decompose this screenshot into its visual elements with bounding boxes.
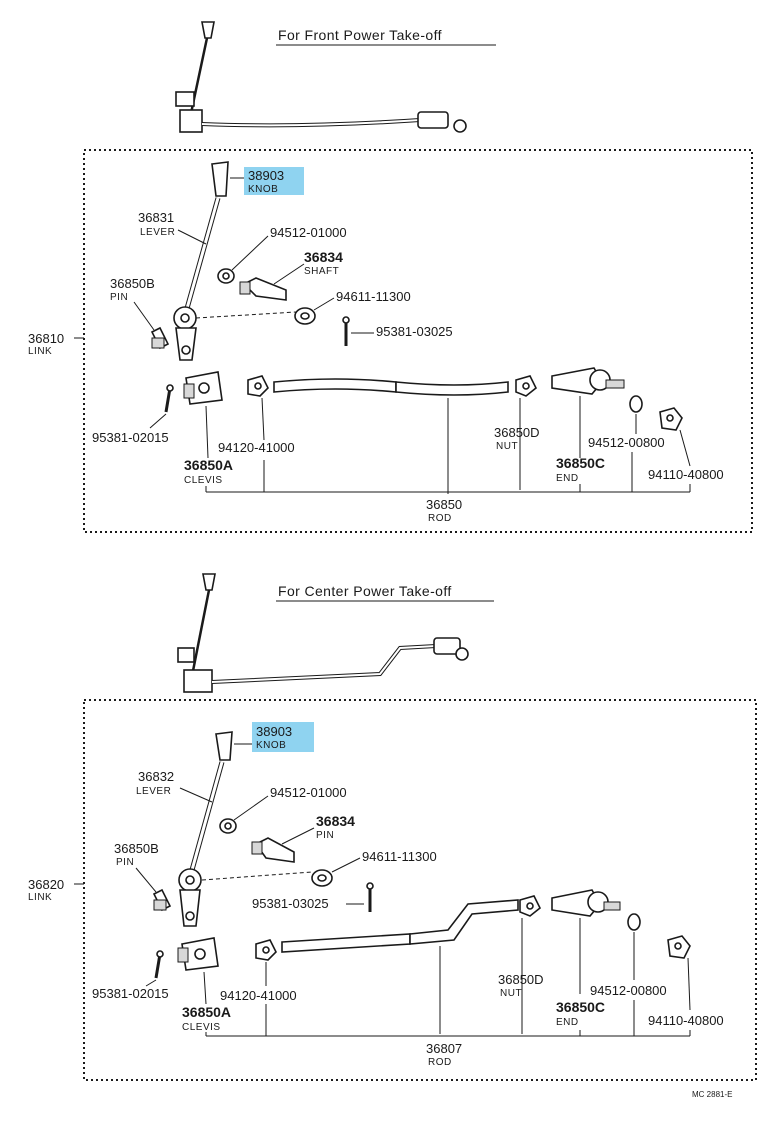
washer-right-number: 94512-00800 bbox=[588, 435, 665, 450]
end-c-name: END bbox=[556, 473, 579, 484]
overview-illustration bbox=[175, 21, 467, 133]
cotter-pin-icon bbox=[366, 882, 374, 912]
shaft-part bbox=[239, 277, 287, 301]
lever-number: 36831 bbox=[138, 210, 174, 225]
section-title: For Center Power Take-off bbox=[278, 583, 452, 599]
cotter-pin-icon bbox=[164, 384, 174, 413]
clevis-name: CLEVIS bbox=[182, 1022, 221, 1033]
shaft-name: SHAFT bbox=[304, 266, 339, 277]
lever-name: LEVER bbox=[140, 227, 175, 238]
rod-number: 36807 bbox=[426, 1041, 462, 1056]
nut-d-number: 36850D bbox=[494, 425, 540, 440]
rod-name: ROD bbox=[428, 1057, 452, 1068]
end-c-name: END bbox=[556, 1017, 579, 1028]
section-title: For Front Power Take-off bbox=[278, 27, 442, 43]
lever-part bbox=[173, 197, 221, 361]
figure-code: MC 2881-E bbox=[692, 1090, 732, 1099]
assembly-number: 36810 bbox=[28, 331, 64, 346]
knob-highlight bbox=[252, 722, 314, 752]
assembly-number: 36820 bbox=[28, 877, 64, 892]
cotter-upper-number: 95381-03025 bbox=[376, 324, 453, 339]
washer-mid-number: 94611-11300 bbox=[362, 849, 437, 864]
assembly-boundary bbox=[83, 699, 757, 1081]
nut-right-number: 94110-40800 bbox=[648, 467, 724, 482]
rod-number: 36850 bbox=[426, 497, 462, 512]
clevis-name: CLEVIS bbox=[184, 475, 223, 486]
pin-b-name: PIN bbox=[110, 292, 128, 303]
washer-icon bbox=[627, 913, 641, 931]
knob-highlight bbox=[244, 167, 304, 195]
shaft-part bbox=[251, 837, 295, 863]
cotter-upper-number: 95381-03025 bbox=[252, 896, 329, 911]
rod-part bbox=[281, 899, 519, 953]
rod-part bbox=[273, 378, 509, 396]
washer-right-number: 94512-00800 bbox=[590, 983, 667, 998]
pin-b-name: PIN bbox=[116, 857, 134, 868]
rod-name: ROD bbox=[428, 513, 452, 524]
nut-d-name: NUT bbox=[496, 441, 518, 452]
assembly-name: LINK bbox=[28, 346, 52, 357]
end-c-number: 36850C bbox=[556, 455, 605, 471]
nut-d-number: 36850D bbox=[498, 972, 544, 987]
cotter-pin-icon bbox=[154, 950, 164, 979]
knob-name: KNOB bbox=[248, 184, 278, 195]
cotter-lower-number: 95381-02015 bbox=[92, 430, 169, 445]
lever-name: LEVER bbox=[136, 786, 171, 797]
knob-name: KNOB bbox=[256, 740, 286, 751]
pin-b-number: 36850B bbox=[110, 276, 155, 291]
pin-part bbox=[152, 888, 172, 912]
pin-shaft-name: PIN bbox=[316, 830, 334, 841]
washer-mid-number: 94611-11300 bbox=[336, 289, 411, 304]
pin-part bbox=[150, 326, 170, 350]
knob-number: 38903 bbox=[248, 168, 284, 183]
nut-left-number: 94120-41000 bbox=[220, 988, 297, 1003]
washer-icon bbox=[629, 395, 643, 413]
section-center-pto: For Center Power Take-off 36820 LINK 389… bbox=[28, 573, 757, 1081]
pin-shaft-number: 36834 bbox=[316, 813, 355, 829]
knob-part bbox=[211, 161, 244, 197]
pin-b-number: 36850B bbox=[114, 841, 159, 856]
nut-right-number: 94110-40800 bbox=[648, 1013, 724, 1028]
clevis-number: 36850A bbox=[184, 457, 233, 473]
section-front-pto: For Front Power Take-off 36810 LINK 3890… bbox=[28, 21, 753, 533]
lever-number: 36832 bbox=[138, 769, 174, 784]
assembly-name: LINK bbox=[28, 892, 52, 903]
lever-part bbox=[178, 761, 225, 927]
washer-small-number: 94512-01000 bbox=[270, 225, 347, 240]
overview-illustration bbox=[177, 573, 469, 693]
rod-end-part bbox=[551, 367, 625, 395]
washer-small-number: 94512-01000 bbox=[270, 785, 347, 800]
knob-part bbox=[215, 731, 252, 761]
clevis-number: 36850A bbox=[182, 1004, 231, 1020]
knob-number: 38903 bbox=[256, 724, 292, 739]
cotter-lower-number: 95381-02015 bbox=[92, 986, 169, 1001]
shaft-number: 36834 bbox=[304, 249, 343, 265]
rod-end-part bbox=[551, 889, 621, 917]
nut-left-number: 94120-41000 bbox=[218, 440, 295, 455]
clevis-part bbox=[183, 371, 223, 405]
end-c-number: 36850C bbox=[556, 999, 605, 1015]
clevis-part bbox=[177, 937, 219, 971]
nut-d-name: NUT bbox=[500, 988, 522, 999]
cotter-pin-icon bbox=[342, 316, 350, 346]
